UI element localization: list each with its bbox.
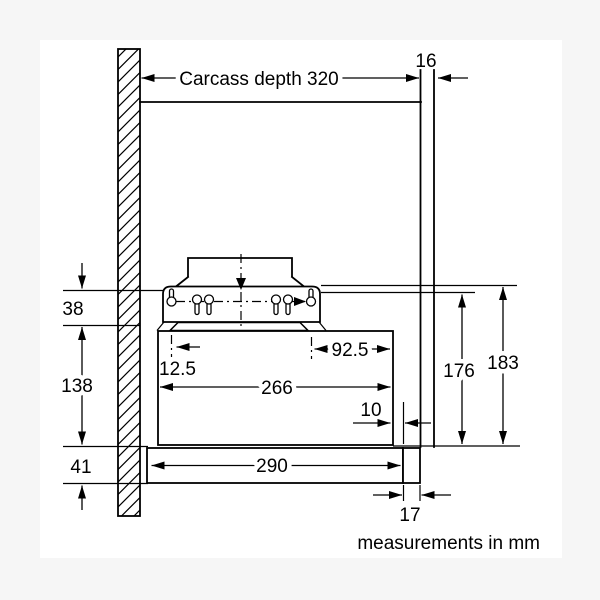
duct-stub — [187, 257, 293, 277]
centerline-arrow-down — [236, 278, 246, 290]
mounting-bracket — [162, 285, 321, 323]
units-note: measurements in mm — [357, 533, 540, 554]
label-138: 138 — [61, 376, 93, 397]
keyhole-d-circle — [282, 294, 294, 305]
label-38: 38 — [62, 299, 83, 320]
label-266: 266 — [261, 378, 293, 399]
label-16: 16 — [415, 51, 436, 72]
label-290: 290 — [256, 456, 288, 477]
front-strip-end — [402, 447, 421, 484]
label-17: 17 — [399, 505, 420, 526]
keyhole-a-circle — [191, 294, 203, 305]
keyhole-b-circle — [203, 294, 215, 305]
keyhole-rear-circle — [166, 296, 177, 307]
duct-flare — [174, 275, 306, 288]
label-12-5: 12.5 — [159, 359, 196, 380]
label-carcass-depth: Carcass depth 320 — [179, 69, 339, 90]
wall-hatched — [117, 48, 141, 517]
label-92-5: 92.5 — [332, 340, 369, 361]
label-10: 10 — [360, 400, 381, 421]
cabinet-side-panel — [419, 69, 435, 448]
centerline-arrow-right — [294, 297, 306, 306]
keyhole-slots — [166, 288, 317, 316]
label-41: 41 — [70, 457, 91, 478]
ext-lines-17 — [402, 485, 421, 501]
bracket-corner-flanges — [156, 321, 327, 331]
keyhole-c-circle — [270, 294, 282, 305]
label-176: 176 — [443, 361, 475, 382]
bracket-base-plate — [168, 321, 310, 332]
keyhole-front-circle — [305, 296, 317, 307]
label-183: 183 — [487, 353, 519, 374]
